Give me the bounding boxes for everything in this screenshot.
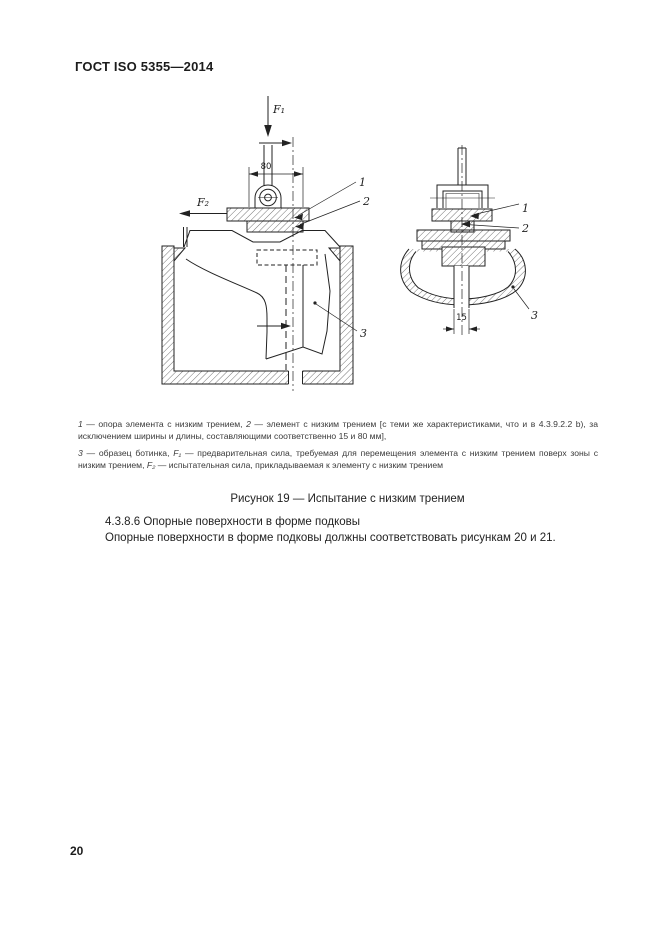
part-label-2-right: 2 — [521, 222, 529, 235]
leader-1 — [294, 181, 357, 221]
page-number: 20 — [70, 844, 84, 858]
boot-sample-outline-left — [185, 258, 268, 360]
left-pin — [183, 227, 188, 247]
leader-3 — [313, 301, 358, 332]
part-label-3: 3 — [360, 327, 367, 340]
left-view: F₁ — [161, 96, 370, 391]
f2-force-arrow — [179, 210, 227, 217]
clause-body: Опорные поверхности в форме подковы долж… — [105, 532, 556, 544]
right-view: 15 1 2 3 — [400, 145, 538, 337]
boot-upper-outline — [183, 230, 341, 248]
right-wall-chamfer — [327, 247, 341, 263]
page-header: ГОСТ ISO 5355—2014 — [75, 59, 214, 74]
mid-arrow — [257, 322, 291, 330]
low-friction-element — [246, 220, 304, 233]
clevis-eye — [254, 184, 282, 208]
container-walls — [161, 245, 354, 385]
leader-2-right — [461, 221, 520, 229]
legend-paragraph-2: 3 — образец ботинка, F₁ — предварительна… — [78, 448, 599, 470]
dim-80-label: 80 — [261, 162, 272, 172]
part-label-1-right: 1 — [522, 202, 529, 215]
part-label-1: 1 — [359, 176, 366, 189]
low-friction-support-plate — [226, 207, 310, 222]
leader-1-right — [470, 203, 520, 220]
lower-rod-bg — [454, 266, 469, 308]
dim-15-label: 15 — [456, 313, 467, 323]
figure-caption: Рисунок 19 — Испытание с низким трением — [230, 493, 465, 505]
part-label-2: 2 — [362, 195, 370, 208]
leader-3-right — [511, 285, 530, 310]
bracket — [430, 184, 495, 208]
wide-plate — [416, 229, 511, 242]
f1-force-arrow — [264, 96, 272, 137]
dim-80 — [248, 167, 304, 207]
rod-gap — [288, 370, 303, 385]
legend-paragraph-1: 1 — опора элемента с низким трением, 2 —… — [78, 419, 598, 441]
leader-2 — [295, 200, 361, 230]
part-label-3-right: 3 — [531, 309, 538, 322]
hidden-t-element — [256, 249, 318, 266]
boot-sample-outline-right — [265, 253, 331, 360]
central-block — [441, 246, 486, 267]
figure-legend: 1 — опора элемента с низким трением, 2 —… — [78, 419, 598, 477]
pull-rod — [263, 145, 273, 186]
f2-force-label: F₂ — [196, 196, 209, 209]
dim-15 — [443, 309, 480, 334]
left-wall-chamfer — [173, 247, 187, 263]
f1-force-label: F₁ — [272, 103, 285, 116]
lower-rod — [453, 266, 470, 308]
clause-heading: 4.3.8.6 Опорные поверхности в форме подк… — [105, 516, 360, 528]
offset-arrow — [259, 139, 292, 147]
